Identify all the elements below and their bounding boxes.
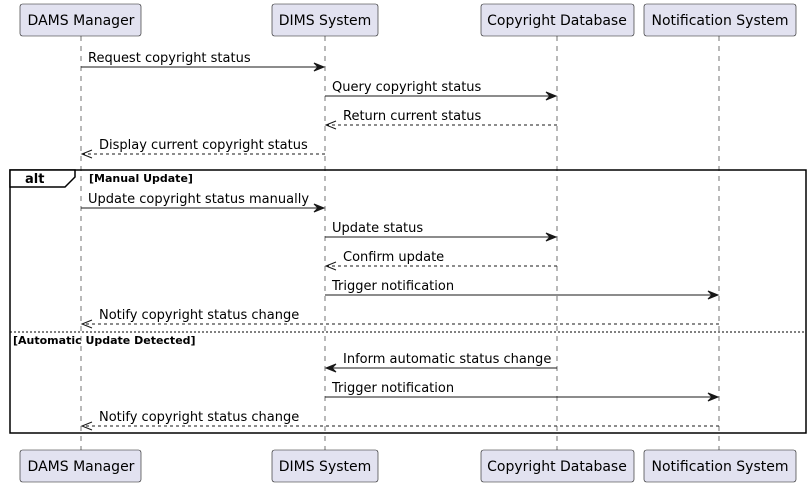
message-label: Inform automatic status change [343, 352, 551, 367]
participant-dams-label: DAMS Manager [28, 459, 135, 475]
participants-top: DAMS Manager DIMS System Copyright Datab… [19, 3, 797, 37]
participant-copyright-label: Copyright Database [487, 459, 627, 475]
message-label: Confirm update [343, 250, 444, 265]
message-5: Update copyright status manually [81, 192, 326, 213]
participant-copyright-label: Copyright Database [487, 13, 627, 29]
message-label: Notify copyright status change [99, 308, 299, 323]
participant-dims-top: DIMS System [271, 3, 379, 37]
message-10: Inform automatic status change [324, 352, 557, 373]
alt-fragment: alt [Manual Update] [Automatic Update De… [9, 169, 807, 434]
message-3: Return current status [324, 109, 557, 130]
guard-automatic-update: [Automatic Update Detected] [13, 334, 196, 347]
participant-dims-label: DIMS System [279, 13, 372, 29]
participant-dams-top: DAMS Manager [19, 3, 142, 37]
participant-notify-bottom: Notification System [643, 449, 797, 483]
participants-bottom: DAMS Manager DIMS System Copyright Datab… [19, 449, 797, 483]
message-8: Trigger notification [325, 279, 720, 300]
arrow-head-icon [80, 149, 93, 159]
message-label: Display current copyright status [99, 138, 308, 153]
guard-manual-update: [Manual Update] [89, 172, 193, 185]
message-12: Notify copyright status change [80, 410, 719, 431]
lifelines [80, 36, 720, 450]
message-label: Return current status [343, 109, 481, 124]
message-1: Request copyright status [81, 51, 326, 72]
message-label: Update status [332, 221, 423, 236]
participant-dims-bottom: DIMS System [271, 449, 379, 483]
arrow-head-icon [313, 203, 326, 213]
message-label: Trigger notification [331, 279, 454, 294]
message-6: Update status [325, 221, 558, 242]
message-label: Request copyright status [88, 51, 251, 66]
arrow-head-icon [707, 392, 720, 402]
arrow-head-icon [707, 290, 720, 300]
message-7: Confirm update [324, 250, 557, 271]
arrow-head-icon [324, 363, 337, 373]
message-label: Update copyright status manually [88, 192, 309, 207]
alt-keyword: alt [25, 172, 44, 187]
message-label: Notify copyright status change [99, 410, 299, 425]
participant-dams-label: DAMS Manager [28, 13, 135, 29]
arrow-head-icon [545, 91, 558, 101]
participant-dams-bottom: DAMS Manager [19, 449, 142, 483]
participant-notify-label: Notification System [652, 13, 789, 29]
arrow-head-icon [324, 261, 337, 271]
participant-copyright-top: Copyright Database [480, 3, 635, 37]
arrow-head-icon [80, 319, 93, 329]
arrow-head-icon [324, 120, 337, 130]
alt-frame [9, 169, 807, 434]
alt-tab [9, 169, 76, 188]
arrow-head-icon [545, 232, 558, 242]
participant-dims-label: DIMS System [279, 459, 372, 475]
message-4: Display current copyright status [80, 138, 325, 159]
arrow-head-icon [313, 62, 326, 72]
message-2: Query copyright status [325, 80, 558, 101]
participant-copyright-bottom: Copyright Database [480, 449, 635, 483]
participant-notify-top: Notification System [643, 3, 797, 37]
arrow-head-icon [80, 421, 93, 431]
participant-notify-label: Notification System [652, 459, 789, 475]
message-9: Notify copyright status change [80, 308, 719, 329]
message-11: Trigger notification [325, 381, 720, 402]
message-label: Trigger notification [331, 381, 454, 396]
message-label: Query copyright status [332, 80, 482, 95]
